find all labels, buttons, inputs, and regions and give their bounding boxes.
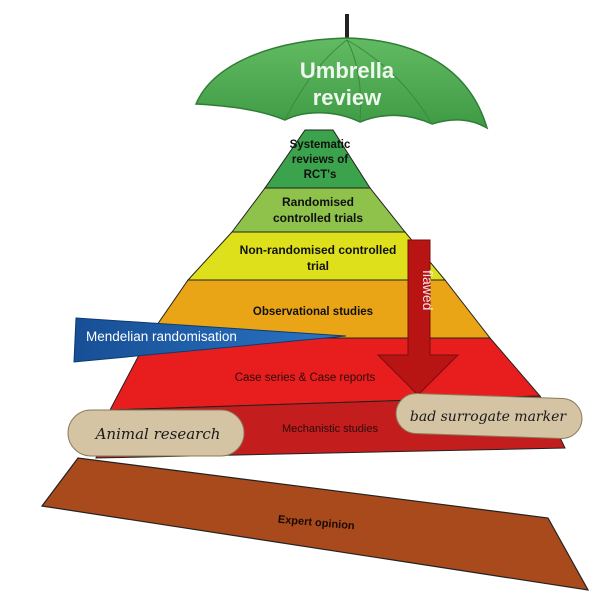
umbrella-rib — [346, 39, 433, 125]
level-label-case-series: Case series & Case reports — [235, 372, 376, 384]
flawed-arrow-shape — [376, 239, 460, 396]
level-label-observational: Observational studies — [253, 306, 373, 318]
umbrella: Umbrella review — [194, 14, 489, 130]
pyramid: Systematic reviews of RCT's Randomised c… — [40, 129, 590, 591]
level-label-rct-2: controlled trials — [273, 211, 363, 225]
level-label-systematic-3: RCT's — [304, 169, 337, 181]
level-label-mechanistic: Mechanistic studies — [282, 423, 378, 435]
umbrella-title-line1: Umbrella — [300, 58, 395, 83]
flawed-arrow: flawed — [376, 239, 460, 396]
animal-research-callout: Animal research — [67, 409, 245, 457]
bad-surrogate-blob — [395, 392, 583, 440]
umbrella-tip — [345, 14, 349, 50]
level-label-rct-1: Randomised — [282, 195, 354, 209]
animal-research-blob — [67, 409, 245, 457]
animal-research-label: Animal research — [94, 425, 221, 443]
pyramid-base-expert-opinion — [40, 457, 590, 591]
mendelian-wedge: Mendelian randomisation — [73, 317, 347, 363]
level-label-systematic-1: Systematic — [290, 139, 351, 151]
umbrella-rib — [346, 39, 362, 123]
umbrella-canopy — [194, 37, 489, 130]
level-label-nrct-2: trial — [307, 259, 329, 273]
level-label-systematic-2: reviews of — [292, 154, 348, 166]
flawed-label: flawed — [420, 270, 436, 310]
umbrella-title-line2: review — [313, 85, 382, 110]
bad-surrogate-label: bad surrogate marker — [410, 409, 567, 425]
bad-surrogate-callout: bad surrogate marker — [395, 392, 583, 440]
mendelian-label: Mendelian randomisation — [86, 329, 237, 344]
mendelian-wedge-shape — [73, 317, 347, 363]
level-label-nrct-1: Non-randomised controlled — [240, 243, 397, 257]
umbrella-rib — [284, 39, 348, 121]
